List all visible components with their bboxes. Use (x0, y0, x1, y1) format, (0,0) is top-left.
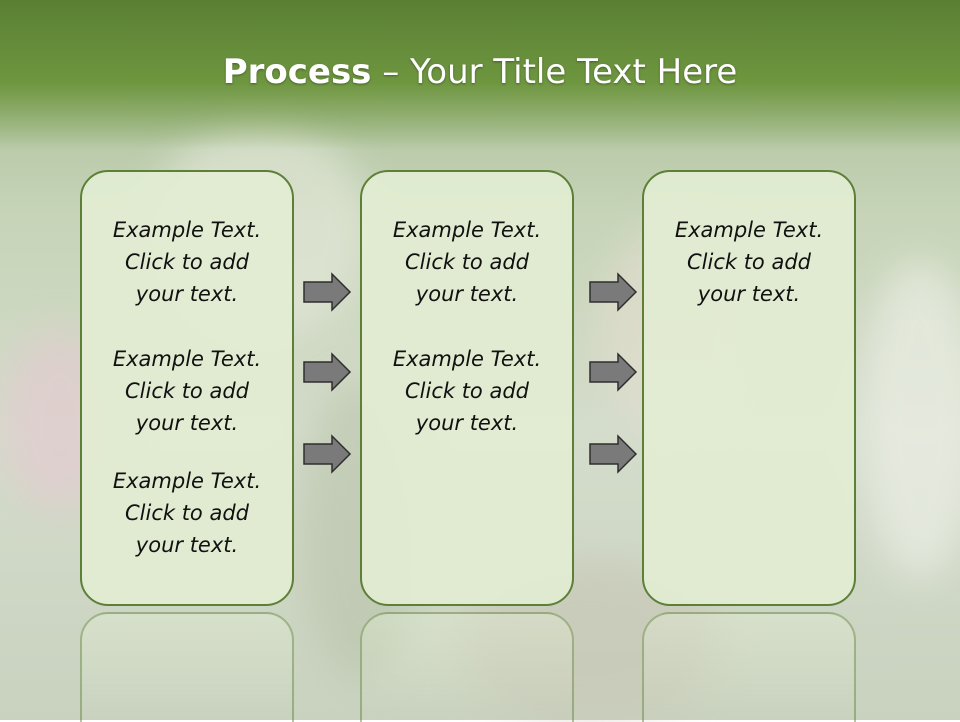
text-placeholder[interactable]: Example Text. Click to add your text. (82, 465, 292, 561)
text-line: Click to add (124, 379, 249, 403)
title-bold: Process (222, 52, 372, 92)
process-box-3[interactable]: Example Text. Click to add your text. (642, 170, 856, 606)
right-arrow-icon[interactable] (302, 352, 352, 392)
text-line: Click to add (404, 379, 529, 403)
text-line: Example Text. (674, 218, 824, 242)
text-placeholder[interactable]: Example Text. Click to add your text. (82, 214, 292, 310)
text-line: Example Text. (392, 218, 542, 242)
text-line: your text. (415, 282, 519, 306)
text-line: Example Text. (112, 347, 262, 371)
text-line: Click to add (124, 250, 249, 274)
text-line: your text. (135, 282, 239, 306)
text-placeholder[interactable]: Example Text. Click to add your text. (362, 343, 572, 439)
box-reflection (642, 612, 856, 722)
text-line: Click to add (686, 250, 811, 274)
right-arrow-icon[interactable] (302, 434, 352, 474)
right-arrow-icon[interactable] (588, 434, 638, 474)
text-line: your text. (415, 411, 519, 435)
text-placeholder[interactable]: Example Text. Click to add your text. (644, 214, 854, 310)
text-line: Click to add (124, 501, 249, 525)
text-line: your text. (697, 282, 801, 306)
text-line: Click to add (404, 250, 529, 274)
text-placeholder[interactable]: Example Text. Click to add your text. (362, 214, 572, 310)
text-line: Example Text. (392, 347, 542, 371)
slide-title[interactable]: Process – Your Title Text Here (0, 52, 960, 92)
text-line: Example Text. (112, 469, 262, 493)
title-rest: – Your Title Text Here (371, 52, 738, 92)
right-arrow-icon[interactable] (588, 352, 638, 392)
text-line: Example Text. (112, 218, 262, 242)
right-arrow-icon[interactable] (302, 272, 352, 312)
box-reflection (80, 612, 294, 722)
box-reflection (360, 612, 574, 722)
right-arrow-icon[interactable] (588, 272, 638, 312)
process-box-1[interactable]: Example Text. Click to add your text. Ex… (80, 170, 294, 606)
text-line: your text. (135, 533, 239, 557)
title-bar (0, 0, 960, 150)
text-placeholder[interactable]: Example Text. Click to add your text. (82, 343, 292, 439)
text-line: your text. (135, 411, 239, 435)
process-box-2[interactable]: Example Text. Click to add your text. Ex… (360, 170, 574, 606)
